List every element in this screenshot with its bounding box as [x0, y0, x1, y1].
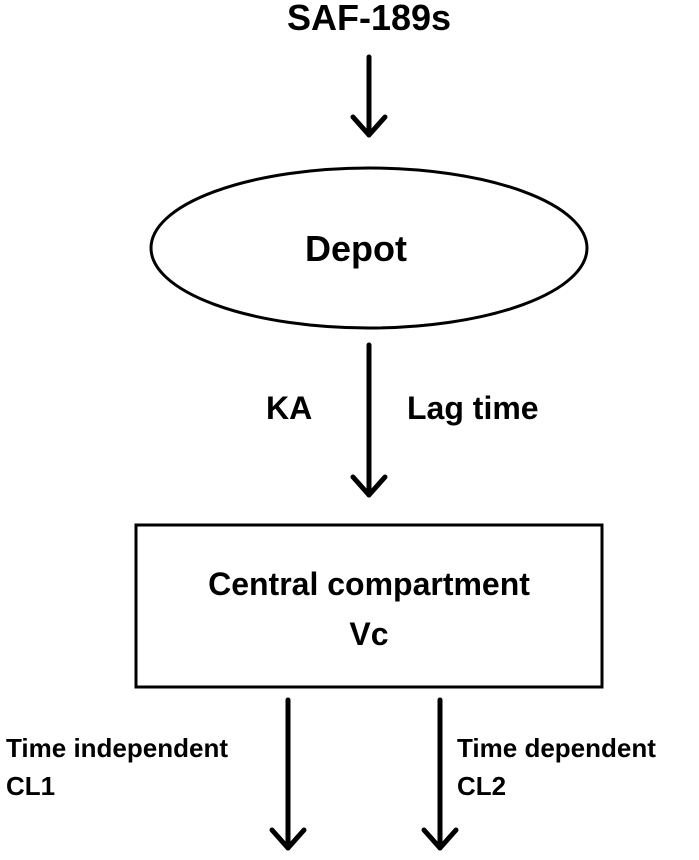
- arrow-elimination-cl1: [269, 697, 307, 851]
- central-compartment-box: [134, 523, 604, 689]
- depot-label: Depot: [305, 228, 407, 269]
- cl2-label: CL2: [457, 771, 506, 801]
- cl1-label: CL1: [6, 771, 55, 801]
- depot-ellipse: [149, 166, 589, 330]
- cl1-type-label: Time independent: [6, 733, 228, 763]
- drug-label: SAF-189s: [287, 0, 451, 38]
- arrow-elimination-cl2: [421, 697, 459, 851]
- lag-time-label: Lag time: [407, 390, 539, 426]
- central-compartment-title: Central compartment: [208, 566, 530, 602]
- ka-label: KA: [266, 390, 312, 426]
- arrow-drug-to-depot: [350, 54, 388, 138]
- arrow-depot-to-central: [350, 342, 388, 498]
- central-volume-label: Vc: [349, 616, 388, 652]
- cl2-type-label: Time dependent: [457, 733, 656, 763]
